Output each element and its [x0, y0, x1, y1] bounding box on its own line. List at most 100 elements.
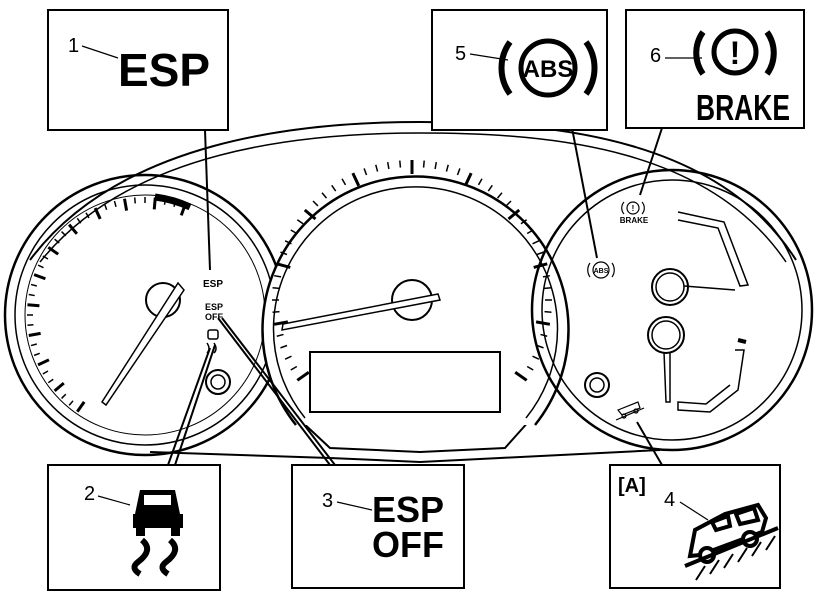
callout-number-1: 1	[68, 35, 79, 57]
gauge-tick	[103, 203, 108, 211]
gauge-tick	[68, 223, 79, 235]
gauge-tick	[505, 200, 512, 207]
gauge-tick	[284, 240, 292, 245]
gauge-tick	[85, 212, 90, 219]
odometer-display	[309, 351, 501, 413]
gauge-tick	[434, 161, 438, 170]
gauge-tick	[341, 178, 347, 186]
gauge-tick	[133, 197, 136, 204]
gauge-tick	[386, 161, 390, 170]
gauge-tick	[331, 184, 337, 192]
gauge-tick	[526, 229, 534, 235]
gauge-tick	[93, 207, 102, 220]
callout-slip: 2	[47, 464, 221, 591]
gauge-tick	[273, 320, 289, 326]
esp-symbol: ESP	[118, 44, 210, 96]
abs-symbol: ABS	[523, 56, 574, 83]
brake-lamp-mark: !	[632, 204, 635, 213]
gauge-tick	[463, 172, 473, 187]
tachometer-needle	[100, 281, 185, 407]
gauge-tick	[399, 160, 402, 168]
brake-lamp-word: BRAKE	[620, 216, 649, 225]
brake-warning-icon: ! BRAKE	[620, 201, 649, 225]
gauge-tick	[53, 381, 65, 392]
gauge-tick	[351, 172, 361, 187]
gauge-tick	[321, 192, 328, 199]
callout-brake: 6 ! BRAKE	[625, 9, 805, 129]
tachometer-gauge	[3, 173, 287, 457]
gauge-tick	[544, 287, 552, 290]
esp-off-lamp-line1: ESP	[205, 302, 223, 312]
hill-descent-car-icon	[615, 401, 645, 421]
gauge-tick	[296, 371, 310, 382]
gauge-tick	[303, 208, 317, 221]
callout-number-6: 6	[650, 45, 661, 67]
gauge-tick	[30, 283, 38, 287]
gauge-tick	[272, 287, 280, 290]
gauge-tick	[42, 255, 49, 260]
gauge-tick	[284, 355, 292, 360]
callout-number-3: 3	[322, 490, 333, 512]
gauge-tick	[532, 240, 540, 245]
gauge-tick	[27, 324, 34, 327]
speedometer-needle	[281, 293, 441, 331]
gauge-tick	[68, 400, 74, 406]
abs-lamp: ABS	[594, 268, 609, 275]
callout-number-4: 4	[664, 489, 675, 511]
gauge-tick	[520, 219, 528, 225]
leader-lines	[167, 127, 663, 466]
gauge-tick	[113, 200, 117, 208]
gauge-tick	[61, 231, 67, 237]
callout-number-5: 5	[455, 43, 466, 65]
gauge-tick	[42, 370, 49, 375]
gauge-tick	[422, 160, 425, 168]
gauge-tick	[312, 200, 319, 207]
gauge-tick	[28, 293, 35, 297]
esp-off-symbol-line2: OFF	[372, 524, 444, 565]
gauge-tick	[363, 168, 368, 176]
gauge-tick	[276, 333, 284, 337]
gauge-tick	[514, 371, 528, 382]
gauge-tick	[47, 246, 60, 256]
gauge-tick	[290, 229, 298, 235]
gauge-tick	[456, 168, 461, 176]
hill-car-icon	[684, 502, 779, 581]
gauge-tick	[37, 264, 44, 269]
esp-off-lamp-line2: OFF	[205, 312, 223, 322]
abs-warning-icon: ABS	[498, 38, 598, 98]
gauge-tick	[76, 400, 86, 413]
gauge-tick	[28, 331, 41, 337]
gauge-tick	[27, 303, 40, 308]
brake-symbol-word: BRAKE	[696, 87, 790, 128]
slip-car-icon	[131, 490, 183, 577]
gauge-tick	[280, 344, 288, 349]
gauge-tick	[526, 365, 534, 371]
gauge-tick	[544, 310, 552, 313]
gauge-tick	[290, 365, 298, 371]
speedometer-ticks	[272, 160, 552, 382]
callout-esp: 1 ESP	[47, 9, 229, 131]
gauge-tick	[536, 344, 544, 349]
gauge-tick	[532, 355, 540, 360]
gauge-tick	[496, 192, 503, 199]
tachometer-ticks	[27, 197, 187, 413]
gauge-tick	[54, 238, 60, 244]
cluster-lamps: ESP ESP OFF ABS ! BRAKE	[203, 201, 649, 421]
callout-abs: 5 ABS	[431, 9, 608, 131]
gauge-tick	[47, 378, 54, 384]
gauge-tick	[30, 343, 38, 347]
gauge-tick	[273, 274, 282, 278]
gauge-tick	[123, 198, 129, 211]
gauge-tick	[61, 393, 67, 399]
gauge-tick	[536, 251, 544, 256]
gauge-tick	[477, 178, 483, 186]
gauge-tick	[280, 251, 288, 256]
callout-esp-off: 3 ESP OFF	[291, 464, 465, 589]
speedometer-gauge	[261, 160, 570, 426]
gauge-tick	[33, 273, 46, 281]
gauge-tick	[487, 184, 493, 192]
gauge-tick	[296, 219, 304, 225]
gauge-tick	[272, 310, 280, 313]
esp-lamp: ESP	[203, 279, 223, 290]
